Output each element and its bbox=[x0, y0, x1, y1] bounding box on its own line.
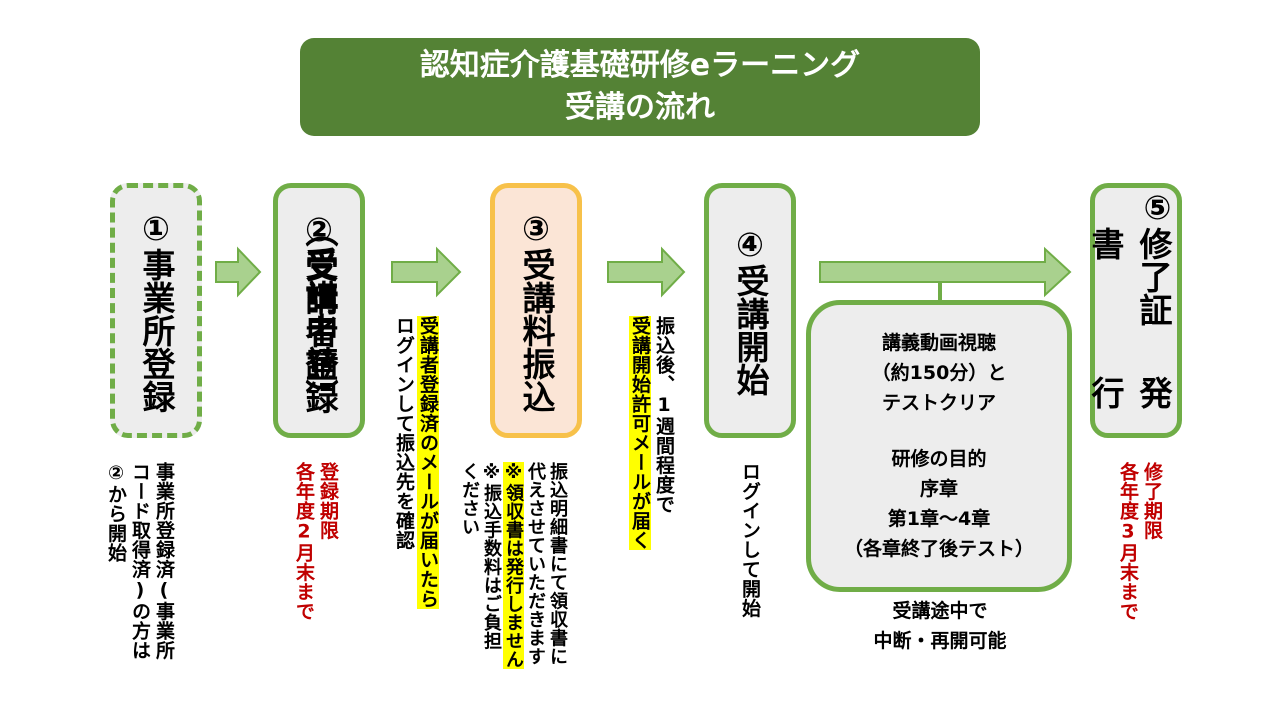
step-5-deadline-line2: 各年度3月末まで bbox=[1117, 462, 1139, 621]
arrow-2-note-line2: ログインして振込先を確認 bbox=[393, 316, 415, 550]
step-3-note-line5: ください bbox=[459, 462, 480, 536]
step-5-deadline-line1: 修了期限 bbox=[1141, 462, 1163, 540]
content-line-5: 研修の目的 bbox=[891, 448, 987, 470]
step-1-note-line3: ②から開始 bbox=[105, 462, 127, 563]
step-2-sublabel: （受講申請） bbox=[300, 213, 339, 412]
step-2-deadline-line2: 各年度2月末まで bbox=[293, 462, 315, 621]
arrow-2-note-line1: 受講者登録済のメールが届いたら bbox=[417, 316, 439, 609]
step-1-note-line1: 事業所登録済(事業所 bbox=[153, 462, 175, 660]
content-line-2: （約150分）と bbox=[871, 362, 1007, 384]
step-4-note-line1: ログインして開始 bbox=[739, 462, 761, 618]
step-2-deadline: 登録期限各年度2月末まで bbox=[292, 462, 340, 662]
step-1-label: 事業所登録 bbox=[137, 247, 176, 413]
step-4-label: 受講開始 bbox=[731, 264, 770, 396]
content-line-7: 第1章～4章 bbox=[887, 508, 991, 530]
step-3-number: ③ bbox=[516, 208, 556, 248]
arrow-2-note: 受講者登録済のメールが届いたらログインして振込先を確認 bbox=[392, 316, 440, 696]
course-content-box: 講義動画視聴 （約150分）と テストクリア 研修の目的 序章 第1章～4章 （… bbox=[806, 300, 1072, 592]
step-2-label: 受講者登録 bbox=[300, 248, 339, 414]
resume-note-line2: 中断・再開可能 bbox=[873, 630, 1007, 652]
arrow-3-note-line2: 受講開始許可メールが届く bbox=[629, 316, 651, 550]
step-2-number: ② bbox=[299, 209, 339, 249]
step-1-number: ① bbox=[136, 208, 176, 248]
title-banner: 認知症介護基礎研修eラーニング 受講の流れ bbox=[300, 38, 980, 136]
arrow-3-to-4 bbox=[607, 246, 686, 298]
step-1-note-line2: コード取得済)の方は bbox=[129, 462, 151, 660]
step-5-number: ⑤ bbox=[1138, 188, 1177, 227]
step-5-deadline: 修了期限各年度3月末まで bbox=[1116, 462, 1164, 662]
content-line-6: 序章 bbox=[919, 478, 958, 500]
step-5-label2: 発行 bbox=[1086, 376, 1173, 410]
resume-note: 受講途中で 中断・再開可能 bbox=[840, 596, 1040, 656]
step-5-label: 修了証書 bbox=[1086, 227, 1173, 326]
arrow-3-note: 振込後、1週間程度で受講開始許可メールが届く bbox=[628, 316, 676, 606]
step-3-label: 受講料振込 bbox=[517, 247, 556, 413]
arrow-3-note-line1: 振込後、1週間程度で bbox=[653, 316, 675, 514]
step-4-note: ログインして開始 bbox=[738, 462, 762, 662]
title-line1: 認知症介護基礎研修eラーニング bbox=[419, 48, 861, 83]
step-3-note-line3: ※領収書は発行しません bbox=[503, 462, 524, 669]
arrow-1-to-2 bbox=[215, 246, 262, 298]
content-line-3: テストクリア bbox=[881, 392, 996, 414]
step-3-note-line4: ※振込手数料はご負担 bbox=[481, 462, 502, 650]
title-line2: 受講の流れ bbox=[565, 90, 715, 125]
step-3-note-line1: 振込明細書にて領収書に bbox=[547, 462, 568, 666]
resume-note-line1: 受講途中で bbox=[892, 600, 988, 622]
content-line-8: （各章終了後テスト） bbox=[843, 538, 1034, 560]
arrow-4-to-5 bbox=[819, 246, 1072, 298]
content-line-4 bbox=[811, 418, 1067, 444]
step-3-note: 振込明細書にて領収書に代えさせていただきます※領収書は発行しません※振込手数料は… bbox=[458, 462, 568, 707]
step-3-note-line2: 代えさせていただきます bbox=[525, 462, 546, 666]
content-line-1: 講義動画視聴 bbox=[881, 332, 996, 354]
step-4-number: ④ bbox=[730, 225, 770, 264]
arrow-2-to-3 bbox=[391, 246, 462, 298]
step-2-deadline-line1: 登録期限 bbox=[317, 462, 339, 540]
